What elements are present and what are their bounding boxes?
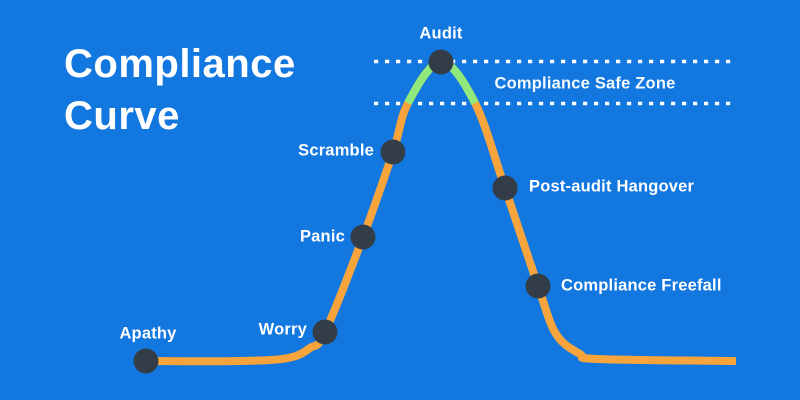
stage-label-scramble: Scramble [298, 141, 374, 160]
stage-dot-audit [428, 49, 454, 75]
page-title: Compliance Curve [64, 38, 296, 142]
stage-dot-compliance-freefall [525, 273, 551, 299]
safe-zone-label: Compliance Safe Zone [494, 74, 676, 93]
stage-dot-panic [350, 224, 376, 250]
stage-dot-scramble [380, 139, 406, 165]
stage-label-audit: Audit [419, 24, 463, 43]
stage-dot-post-audit-hangover [492, 175, 518, 201]
stage-dot-apathy [133, 348, 159, 374]
stage-label-worry: Worry [258, 320, 307, 339]
stage-dot-worry [312, 319, 338, 345]
page-title-line2: Curve [64, 94, 180, 138]
stage-label-compliance-freefall: Compliance Freefall [561, 276, 722, 295]
stage-label-post-audit-hangover: Post-audit Hangover [529, 177, 695, 196]
stage-label-panic: Panic [299, 227, 345, 246]
stage-label-apathy: Apathy [119, 324, 177, 343]
page-title-line1: Compliance [64, 42, 296, 86]
